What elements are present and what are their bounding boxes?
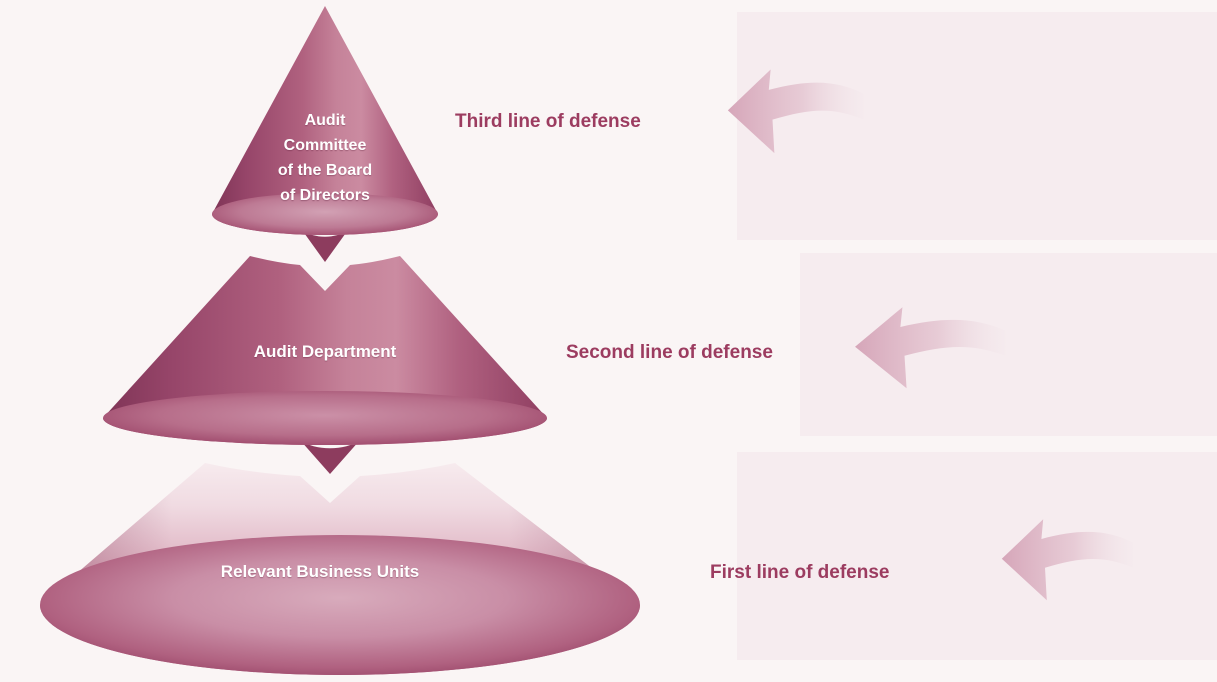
tier-label-relevant-business-units: Relevant Business Units bbox=[220, 562, 420, 581]
tier-middle-audit-department bbox=[103, 256, 547, 445]
cone-tip-between-tier2-tier3 bbox=[300, 440, 360, 474]
tier-label-audit-department: Audit Department bbox=[253, 342, 397, 361]
tier-bottom-relevant-business-units bbox=[40, 463, 640, 675]
defense-label-third-line: Third line of defense bbox=[455, 111, 641, 132]
background-band bbox=[737, 12, 1217, 240]
background-band bbox=[737, 452, 1217, 660]
cone-tip-between-tier1-tier2 bbox=[302, 230, 348, 262]
defense-label-second-line: Second line of defense bbox=[566, 342, 773, 363]
defense-label-first-line: First line of defense bbox=[710, 562, 890, 583]
tier-top-audit-committee bbox=[212, 6, 438, 235]
tier-label-audit-committee: Audit Committee of the Board of Director… bbox=[277, 112, 373, 204]
